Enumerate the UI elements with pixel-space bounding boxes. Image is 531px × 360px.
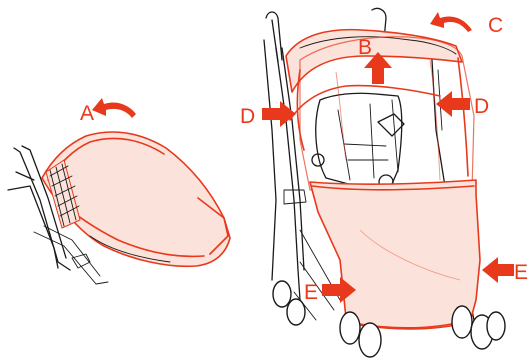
label-d-left: D xyxy=(240,105,255,128)
curved-arrow-icon xyxy=(430,12,472,32)
arrow-left-icon xyxy=(482,257,514,283)
arrow-a: A xyxy=(80,98,136,125)
label-c: C xyxy=(488,14,503,37)
canopy-detail xyxy=(8,132,230,284)
arrow-e-right: E xyxy=(482,257,528,284)
label-d-right: D xyxy=(474,95,489,118)
label-b: B xyxy=(358,36,372,59)
arrow-c: C xyxy=(430,12,503,37)
label-e-left: E xyxy=(304,281,318,304)
label-a: A xyxy=(80,102,94,125)
curved-arrow-icon xyxy=(92,98,136,118)
arrow-d-left: D xyxy=(240,101,296,128)
arrow-right-icon xyxy=(262,101,296,127)
label-e-right: E xyxy=(514,261,528,284)
